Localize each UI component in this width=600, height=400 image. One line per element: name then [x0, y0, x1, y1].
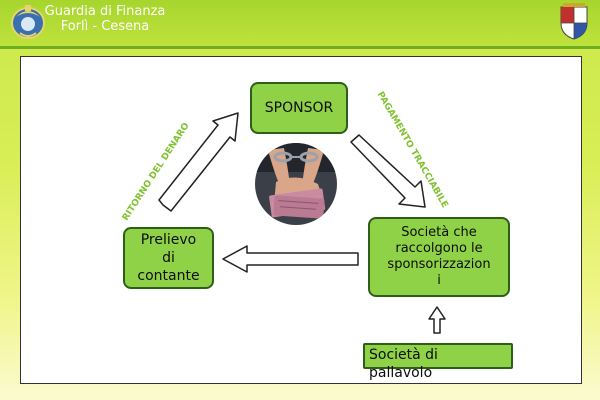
diagram-arrows — [158, 112, 446, 334]
node-sponsor: SPONSOR — [250, 82, 348, 134]
guardia-di-finanza-emblem-icon — [11, 5, 45, 39]
node-sponsor-label: SPONSOR — [264, 100, 334, 116]
arrow-up-from-pallavolo — [428, 306, 446, 334]
node-societa-pallavolo: Società di pallavolo — [363, 343, 513, 381]
node-prelievo-line: Prelievo — [140, 232, 197, 248]
organization-name: Guardia di Finanza — [44, 4, 166, 19]
arrow-to-prelievo — [222, 245, 359, 273]
node-prelievo-line: contante — [137, 268, 200, 284]
header-divider — [0, 46, 600, 49]
organization-location: Forlì - Cesena — [60, 19, 150, 34]
node-societa-line: raccolgono le — [395, 241, 483, 256]
node-societa-line: sponsorizzazion — [387, 257, 491, 272]
arrow-ritorno — [158, 112, 239, 212]
node-prelievo-contante: Prelievo di contante — [123, 227, 214, 289]
handcuffed-hands-with-banknotes-icon — [255, 143, 337, 225]
diagram-panel: RITORNO DEL DENARO PAGAMENTO TRACCIABILE… — [20, 56, 582, 384]
organization-title: Guardia di Finanza Forlì - Cesena — [0, 4, 210, 34]
node-societa-line: i — [437, 273, 441, 288]
node-pallavolo-label: Società di pallavolo — [369, 347, 438, 381]
city-crest-icon — [560, 3, 588, 40]
header-band — [0, 0, 600, 46]
node-societa-sponsorizzazioni: Società che raccolgono le sponsorizzazio… — [368, 217, 510, 297]
node-prelievo-line: di — [162, 250, 175, 266]
node-societa-line: Società che — [401, 225, 477, 240]
arrow-pagamento — [350, 134, 426, 208]
